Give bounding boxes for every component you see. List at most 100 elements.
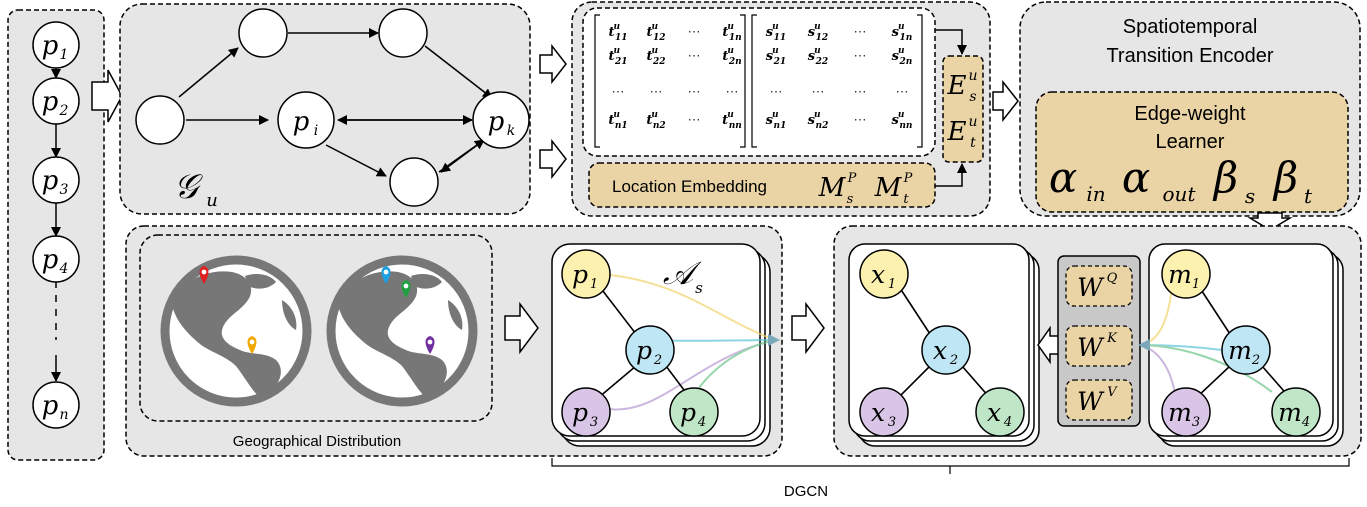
beta-t-sub: t [1304, 184, 1313, 208]
graph-node [135, 95, 185, 145]
graph-node-pk-sub: k [507, 123, 515, 139]
location-embedding-label: Location Embedding [612, 177, 767, 196]
sequence-node-sub: 3 [60, 182, 69, 198]
s-matrix-cell: ⋯ [854, 49, 867, 64]
graph-node [389, 157, 439, 207]
geo-node-sub: 3 [590, 415, 598, 430]
sequence-panel: p 1 p 2 p 3 p 4 p n [7, 9, 105, 461]
hollow-arrow-down-icon [1247, 212, 1293, 231]
m-node-sub: 4 [1301, 415, 1310, 430]
beta-t-letter: β [1272, 153, 1298, 202]
sequence-node-sub: 1 [60, 47, 69, 63]
sequence-node-letter: p [42, 166, 59, 196]
hollow-arrow-icon [91, 69, 123, 123]
geo-distribution-caption: Geographical Distribution [233, 433, 401, 450]
sequence-node-letter: p [42, 87, 59, 117]
graph-node-pk-letter: p [488, 107, 505, 137]
x-node-sub: 2 [949, 353, 958, 368]
beta-s-sub: s [1245, 184, 1255, 208]
geo-graph-node: p 3 [561, 387, 611, 437]
m-node-sub: 2 [1251, 353, 1260, 368]
mt-sub: t [903, 192, 909, 207]
map-pin-icon [247, 336, 257, 354]
graph-node [378, 8, 428, 58]
alpha-in-letter: α [1049, 153, 1077, 202]
x-graph-node: x 3 [859, 387, 909, 437]
x-node-letter: x [987, 398, 1001, 427]
t-matrix-cell: ⋯ [688, 25, 701, 40]
graph-node-pi-sub: i [314, 123, 318, 139]
s-matrix-bracket-right [917, 14, 923, 148]
hollow-arrow-icon [992, 79, 1019, 123]
ms-sub: s [847, 192, 854, 207]
alpha-out-letter: α [1122, 153, 1150, 202]
mt-sup: P [903, 171, 913, 186]
et-sup: u [968, 114, 977, 130]
wv-box [1065, 379, 1133, 421]
s-matrix-cell: ⋯ [854, 25, 867, 40]
x-node-sub: 4 [1003, 415, 1012, 430]
x-node-letter: x [933, 336, 947, 365]
m-graph-node: m 1 [1161, 249, 1211, 299]
wq-box [1065, 265, 1133, 307]
t-matrix-cell: ⋯ [688, 49, 701, 64]
sequence-node-letter: p [42, 245, 59, 275]
globe-icon [326, 255, 478, 407]
attention-panel: x 1 x 2 x 3 x 4 W Q W K W V [833, 225, 1362, 457]
geographical-panel: Geographical Distribution p 1 p 2 [125, 225, 783, 457]
wk-letter: W [1077, 333, 1105, 362]
embedding-to-e-arrow [935, 163, 967, 187]
sequence-node-sub: n [59, 407, 68, 423]
map-pin-icon [199, 266, 209, 284]
edge-weight-learner-box [1035, 91, 1349, 213]
graph-node-pi [277, 91, 335, 149]
dgcn-label: DGCN [784, 483, 828, 500]
graph-node-pk [472, 91, 530, 149]
map-pin-icon [381, 266, 391, 284]
s-matrix-cell: ⋯ [770, 85, 783, 100]
graph-node [238, 8, 288, 58]
location-embedding-box [588, 162, 936, 208]
beta-s-letter: β [1212, 153, 1238, 202]
geo-node-sub: 1 [590, 277, 598, 292]
t-matrix-bracket-left [594, 14, 600, 148]
user-graph-panel: p i p k 𝒢 u [119, 3, 531, 215]
graph-label-as-sub: s [695, 279, 703, 297]
x-graph-node: x 1 [859, 249, 909, 299]
sequence-node-sub: 4 [59, 261, 69, 277]
learner-title-line2: Learner [1156, 131, 1225, 153]
graph-label-gu: 𝒢 [174, 167, 203, 207]
geo-node-sub: 2 [653, 353, 662, 368]
et-letter: E [947, 117, 967, 147]
m-node-letter: m [1228, 336, 1252, 365]
learner-title-line1: Edge-weight [1134, 103, 1246, 125]
wv-sup: V [1107, 385, 1118, 400]
hollow-arrow-icon [539, 138, 567, 180]
geo-graph-node: p 4 [669, 387, 719, 437]
t-matrix-cell: ⋯ [688, 85, 701, 100]
graph-label-gu-sub: u [206, 190, 218, 211]
x-node-sub: 3 [888, 415, 896, 430]
s-matrix-bracket-left [751, 14, 757, 148]
dgcn-brace [551, 458, 1350, 474]
geo-node-sub: 4 [697, 415, 706, 430]
x-node-letter: x [871, 260, 885, 289]
hollow-arrow-icon [504, 301, 539, 355]
encoder-panel: Spatiotemporal Transition Encoder Edge-w… [1019, 1, 1361, 217]
x-graph-node: x 4 [975, 387, 1025, 437]
geo-graph-node: p 2 [625, 325, 675, 375]
sequence-node: p n [32, 381, 80, 429]
alpha-out-sub: out [1163, 182, 1197, 206]
alpha-in-sub: in [1086, 182, 1105, 206]
